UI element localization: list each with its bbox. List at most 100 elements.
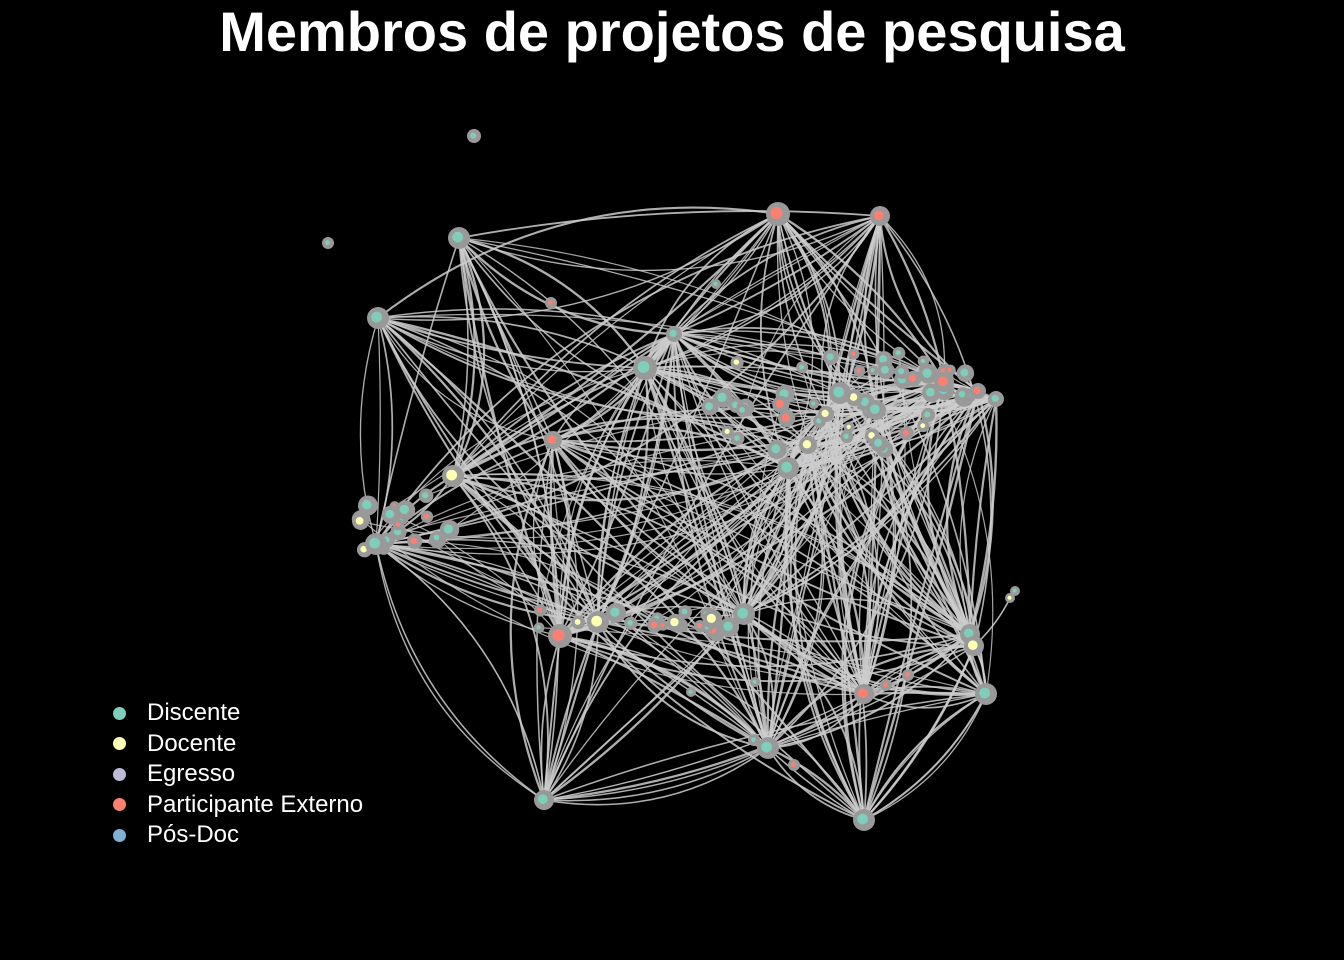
edge	[672, 333, 769, 749]
edge	[402, 518, 561, 637]
legend-label: Docente	[147, 729, 237, 757]
node-externo	[537, 607, 543, 613]
node-discente	[843, 433, 849, 439]
node-discente	[538, 794, 548, 804]
node-externo	[973, 386, 981, 394]
edge	[542, 621, 600, 801]
node-externo	[905, 672, 910, 677]
edge	[559, 435, 873, 637]
node-discente	[897, 368, 905, 375]
node-discente	[920, 358, 926, 364]
edge	[458, 210, 881, 239]
node-discente	[433, 534, 440, 541]
edge	[901, 371, 971, 635]
node-discente	[960, 368, 969, 377]
edge	[673, 333, 877, 411]
node-discente	[713, 281, 718, 286]
edge	[375, 215, 881, 545]
edge	[968, 398, 998, 635]
node-docente	[574, 619, 581, 625]
legend-swatch-egresso	[113, 767, 126, 781]
edge	[743, 613, 865, 821]
node-discente	[1012, 588, 1017, 593]
legend-label: Pós-Doc	[147, 821, 240, 849]
legend-swatch-posdoc	[113, 828, 126, 842]
edge	[807, 398, 997, 446]
edge	[552, 439, 789, 475]
legend-item-posdoc: Pós-Doc	[108, 820, 363, 851]
edge	[838, 411, 869, 695]
edge	[543, 390, 979, 801]
edge	[767, 746, 865, 821]
node-externo	[874, 210, 884, 220]
edge	[394, 215, 881, 507]
edge	[542, 621, 599, 801]
edge	[767, 444, 825, 749]
edge	[532, 439, 561, 637]
node-externo	[650, 621, 658, 629]
node-discente	[860, 397, 870, 407]
edge	[787, 467, 868, 821]
edge	[863, 693, 987, 821]
edge	[673, 333, 769, 749]
node-discente	[870, 368, 875, 373]
edge	[767, 693, 987, 749]
node-docente	[802, 440, 812, 449]
edge	[825, 413, 971, 635]
edge	[543, 444, 809, 801]
edge	[644, 367, 809, 446]
node-discente	[922, 368, 932, 378]
edge	[699, 215, 881, 627]
edge	[879, 215, 946, 383]
node-discente	[811, 401, 816, 406]
node-discente	[826, 353, 834, 361]
node-externo	[851, 351, 856, 356]
edge	[559, 635, 865, 821]
node-discente	[688, 689, 693, 694]
legend-item-egresso: Egresso	[108, 759, 363, 790]
edge	[743, 413, 827, 615]
edge	[743, 597, 971, 635]
chart-title: Membros de projetos de pesquisa	[219, 0, 1125, 63]
edge	[767, 398, 997, 749]
edge	[458, 237, 716, 630]
edge	[452, 473, 971, 635]
node-discente	[705, 402, 713, 411]
node-discente	[924, 411, 931, 418]
node-discente	[452, 231, 464, 243]
edge	[451, 237, 486, 477]
edge	[559, 467, 789, 637]
edge	[706, 381, 945, 629]
edge	[807, 444, 872, 695]
node-discente	[610, 607, 620, 617]
edge	[644, 215, 881, 369]
node-discente	[470, 132, 477, 139]
edge	[742, 413, 827, 615]
edge	[597, 621, 769, 750]
legend-swatch-docente	[113, 737, 126, 751]
edge	[767, 360, 924, 749]
legend-item-externo: Participante Externo	[108, 790, 363, 821]
edge	[552, 439, 579, 623]
edge	[644, 367, 865, 695]
edge	[597, 467, 789, 624]
edge	[457, 237, 745, 615]
node-externo	[552, 629, 565, 641]
edge	[673, 333, 841, 394]
edge	[398, 444, 809, 533]
node-discente	[958, 390, 966, 398]
node-externo	[775, 399, 784, 408]
legend-label: Discente	[147, 699, 241, 727]
node-discente	[739, 406, 745, 413]
node-discente	[737, 607, 749, 619]
node-externo	[883, 682, 888, 687]
edge	[767, 747, 865, 821]
node-discente	[734, 435, 740, 441]
edge-layer	[359, 206, 1013, 821]
node-docente	[868, 432, 875, 439]
node-discente	[325, 240, 330, 246]
node-discente	[399, 504, 409, 515]
edge	[458, 237, 855, 355]
node-docente	[846, 424, 851, 429]
edge	[552, 439, 975, 647]
